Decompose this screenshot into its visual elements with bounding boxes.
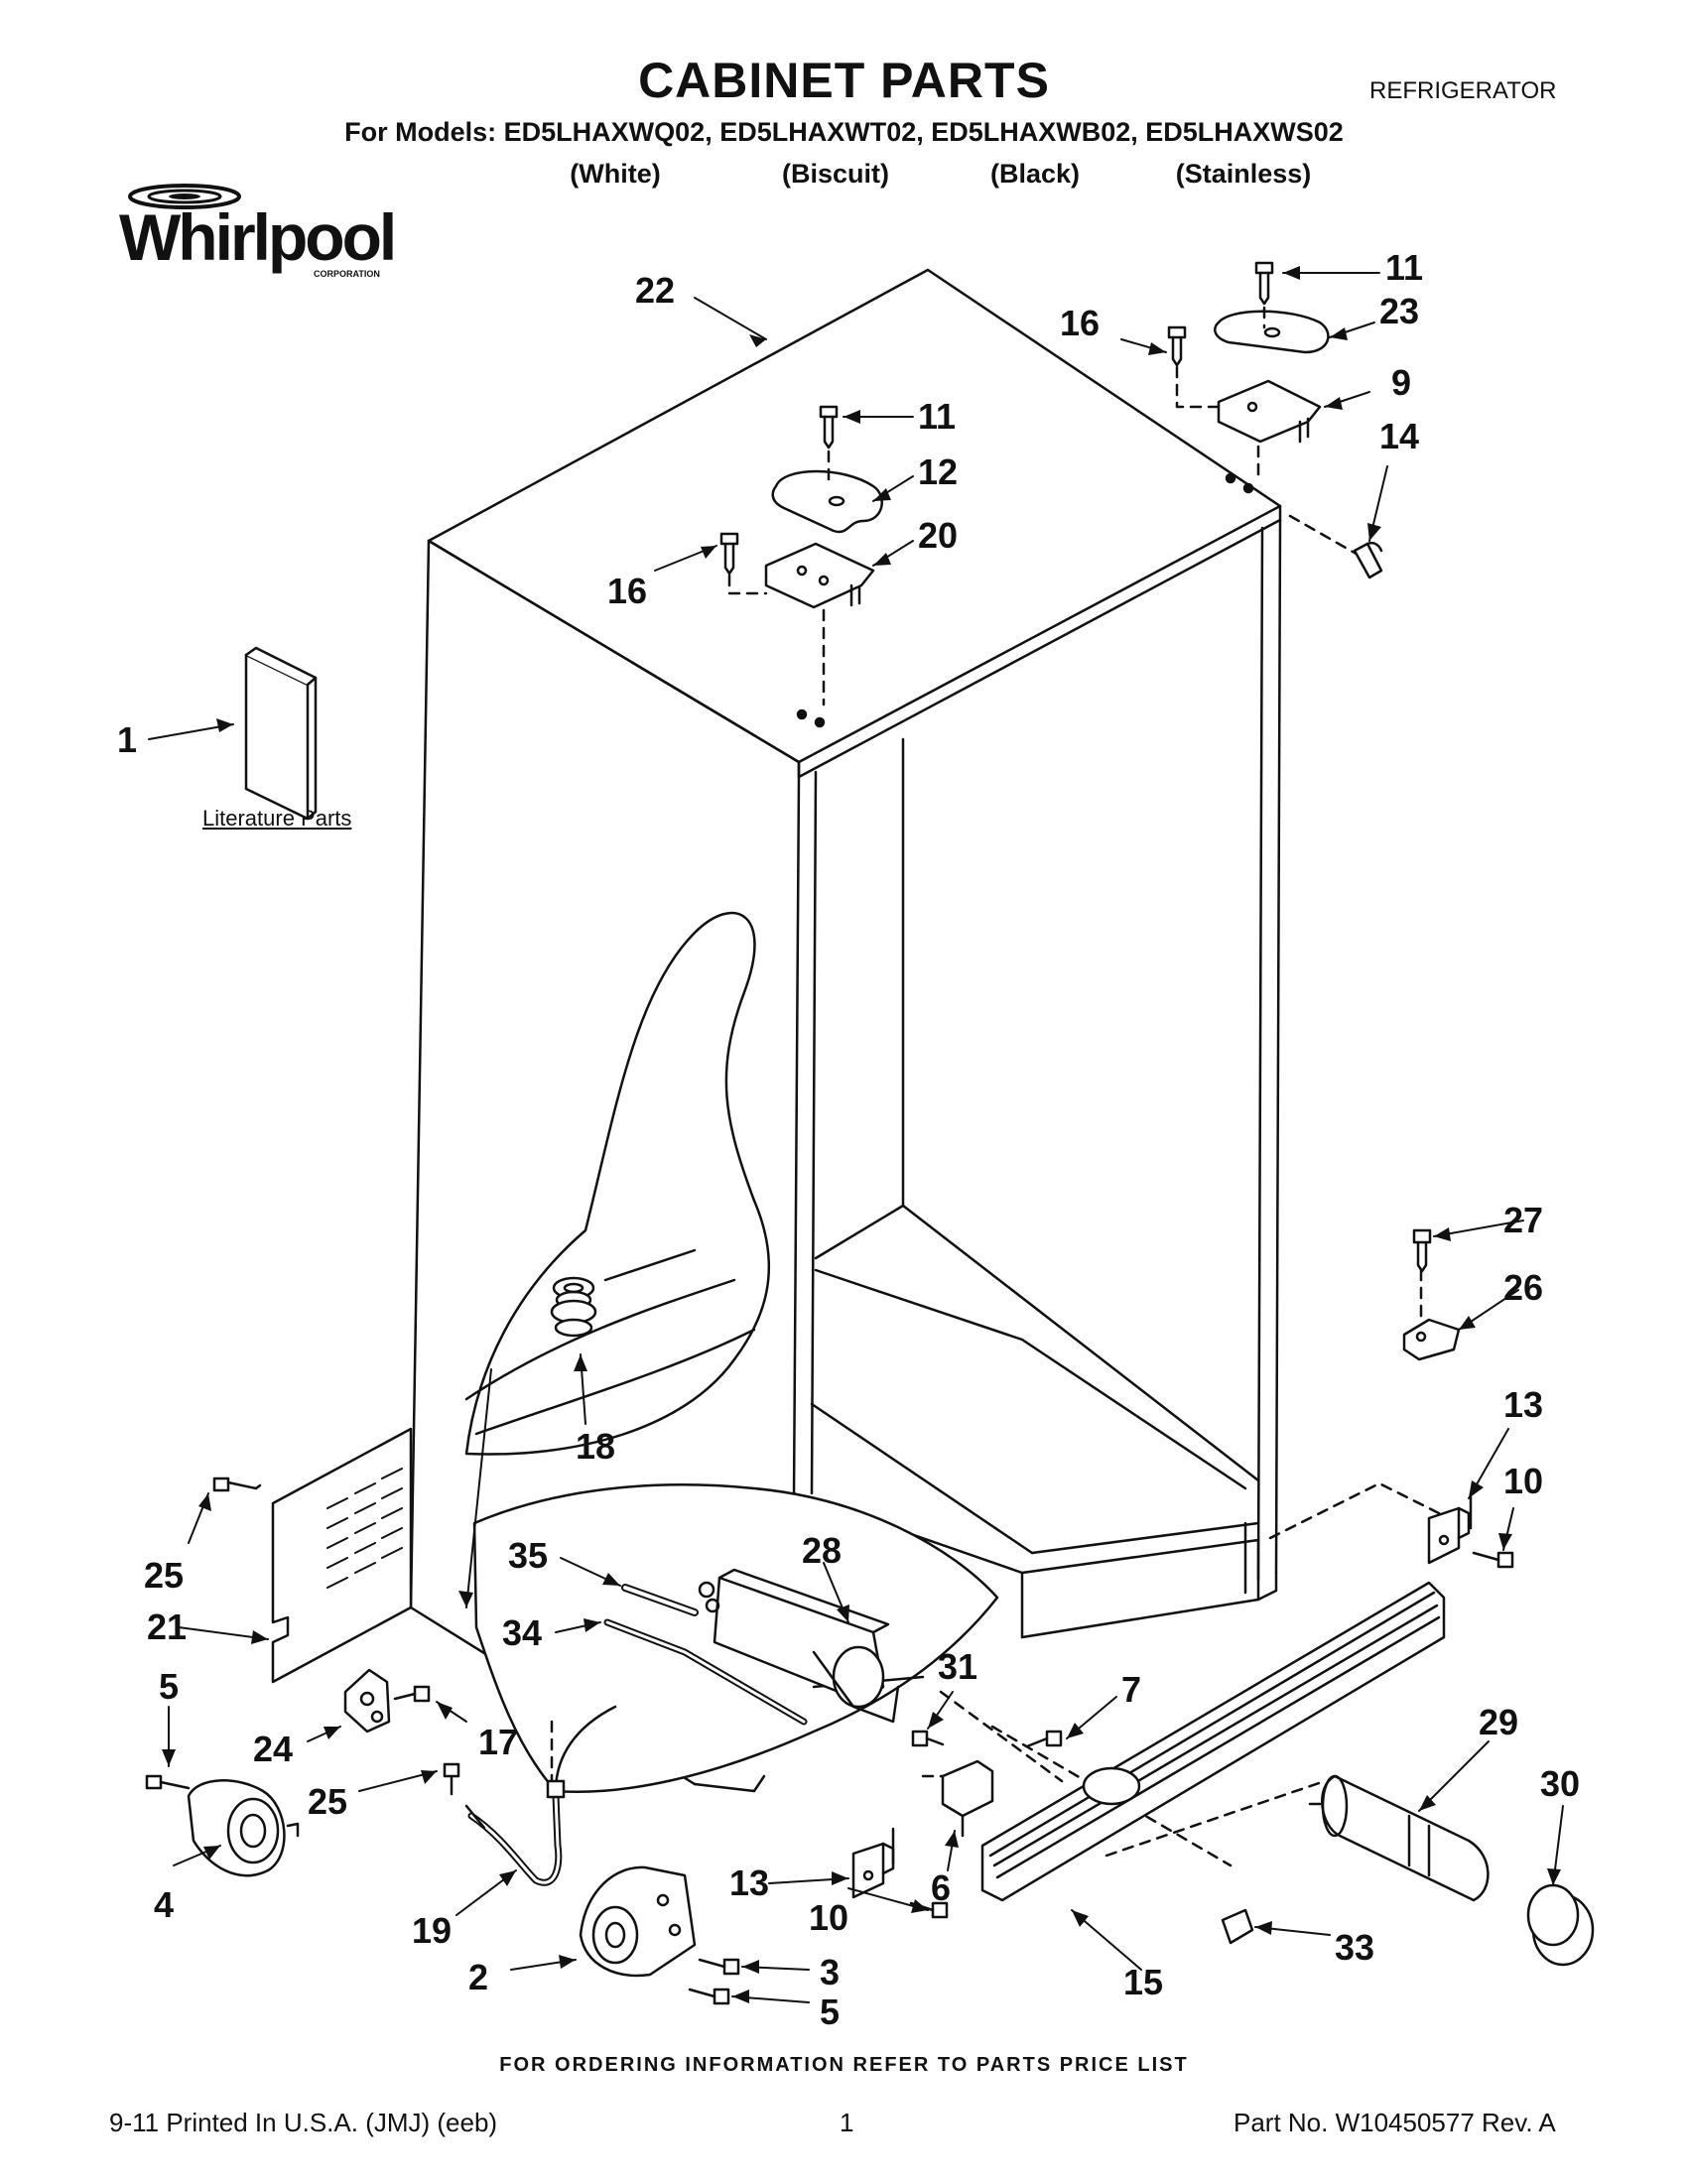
screw-7 bbox=[1025, 1730, 1063, 1748]
screw-31 bbox=[911, 1730, 945, 1747]
screw-16-right bbox=[1167, 325, 1187, 367]
screw-11-right bbox=[1254, 261, 1274, 306]
filter-cap-30 bbox=[1526, 1883, 1595, 1967]
color-biscuit: (Biscuit) bbox=[782, 159, 889, 189]
screw-10-right bbox=[1472, 1551, 1514, 1569]
callout-5-right: 5 bbox=[820, 1991, 840, 2032]
page-number: 1 bbox=[840, 2108, 854, 2137]
bracket-26 bbox=[1402, 1318, 1461, 1361]
callout-19: 19 bbox=[412, 1910, 452, 1951]
callout-10-right: 10 bbox=[1503, 1461, 1543, 1501]
callout-4: 4 bbox=[154, 1884, 174, 1925]
callout-20: 20 bbox=[918, 515, 958, 556]
bracket-6 bbox=[941, 1759, 994, 1838]
dashed-alignment-lines bbox=[550, 306, 1441, 1867]
logo-wordmark: Whirlpool bbox=[119, 200, 397, 274]
callout-28: 28 bbox=[802, 1530, 842, 1571]
callout-25-lower: 25 bbox=[308, 1781, 347, 1822]
screw-5-left bbox=[145, 1774, 191, 1790]
callout-13-lower: 13 bbox=[729, 1863, 769, 1903]
page-title: CABINET PARTS bbox=[638, 53, 1050, 108]
water-filter-29 bbox=[1308, 1774, 1490, 1902]
callout-2: 2 bbox=[468, 1957, 488, 1997]
grommet-18 bbox=[550, 1276, 597, 1338]
screw-17 bbox=[393, 1685, 431, 1703]
cutaway-freezer bbox=[464, 911, 771, 1456]
callout-numbers: 1 22 11 23 9 14 16 11 12 20 16 18 27 26 … bbox=[117, 247, 1580, 2032]
callout-23: 23 bbox=[1379, 291, 1419, 331]
callout-17: 17 bbox=[478, 1722, 518, 1762]
hinge-plate-left bbox=[764, 542, 875, 609]
hinge-plate-right bbox=[1217, 379, 1322, 444]
callout-29: 29 bbox=[1479, 1702, 1518, 1742]
bracket-13-lower bbox=[851, 1827, 895, 1899]
arrowheads bbox=[162, 266, 1561, 2003]
callout-33: 33 bbox=[1335, 1927, 1374, 1968]
callout-22: 22 bbox=[635, 270, 675, 311]
callout-30: 30 bbox=[1540, 1763, 1580, 1804]
literature-booklet bbox=[244, 646, 318, 821]
screw-16-left bbox=[719, 532, 739, 576]
roller-assembly-4 bbox=[187, 1779, 300, 1877]
callout-16-left: 16 bbox=[607, 571, 647, 611]
callout-7: 7 bbox=[1121, 1669, 1141, 1710]
color-white: (White) bbox=[570, 159, 661, 189]
bracket-13-right bbox=[1427, 1491, 1473, 1565]
callout-27: 27 bbox=[1503, 1200, 1543, 1240]
part-number: Part No. W10450577 Rev. A bbox=[1234, 2108, 1556, 2137]
callout-31: 31 bbox=[938, 1646, 977, 1687]
callout-16-right: 16 bbox=[1060, 303, 1100, 343]
screw-25-lower bbox=[443, 1762, 460, 1796]
models-line: For Models: ED5LHAXWQ02, ED5LHAXWT02, ED… bbox=[344, 117, 1344, 147]
toe-grille-15 bbox=[980, 1581, 1446, 1902]
screw-27 bbox=[1412, 1228, 1432, 1273]
print-info: 9-11 Printed In U.S.A. (JMJ) (eeb) bbox=[109, 2108, 498, 2137]
screw-5-right bbox=[688, 1988, 730, 2005]
callout-12: 12 bbox=[918, 451, 958, 492]
color-stainless: (Stainless) bbox=[1175, 159, 1312, 189]
tube-35 bbox=[621, 1584, 699, 1616]
screw-3 bbox=[698, 1958, 740, 1976]
callout-34: 34 bbox=[502, 1612, 542, 1653]
callout-1: 1 bbox=[117, 719, 137, 760]
rear-access-panel bbox=[271, 1427, 413, 1684]
callout-3: 3 bbox=[820, 1952, 840, 1992]
rod-34 bbox=[603, 1618, 808, 1726]
callout-35: 35 bbox=[508, 1535, 548, 1576]
callout-21: 21 bbox=[147, 1606, 187, 1647]
housing-28 bbox=[698, 1568, 900, 1724]
ordering-note: FOR ORDERING INFORMATION REFER TO PARTS … bbox=[499, 2054, 1189, 2076]
literature-parts-label: Literature Parts bbox=[202, 806, 352, 831]
bracket-24 bbox=[343, 1668, 391, 1734]
callout-5-left: 5 bbox=[159, 1666, 179, 1707]
callout-18: 18 bbox=[576, 1426, 615, 1467]
hinge-cover-left bbox=[771, 469, 883, 534]
screw-11-left bbox=[819, 405, 839, 450]
logo-corporation: CORPORATION bbox=[314, 269, 380, 279]
clip-33 bbox=[1221, 1908, 1254, 1945]
callout-11-right: 11 bbox=[1385, 247, 1423, 288]
callout-15: 15 bbox=[1123, 1962, 1163, 2002]
front-roller-2 bbox=[579, 1865, 697, 1978]
callout-14: 14 bbox=[1379, 416, 1419, 456]
callout-6: 6 bbox=[931, 1867, 951, 1908]
callout-25-upper: 25 bbox=[144, 1555, 184, 1596]
callout-24: 24 bbox=[253, 1729, 293, 1769]
callout-26: 26 bbox=[1503, 1267, 1543, 1308]
callout-11-left: 11 bbox=[918, 396, 956, 437]
screw-25-upper bbox=[212, 1477, 262, 1492]
hinge-cover-right bbox=[1214, 310, 1330, 354]
swirl-icon bbox=[128, 184, 241, 209]
callout-13-right: 13 bbox=[1503, 1384, 1543, 1425]
color-black: (Black) bbox=[989, 159, 1081, 189]
whirlpool-logo: Whirlpool CORPORATION bbox=[107, 179, 405, 288]
plug-14 bbox=[1353, 541, 1383, 579]
doc-type-label: REFRIGERATOR bbox=[1369, 77, 1557, 104]
callout-9: 9 bbox=[1391, 362, 1411, 403]
water-tube-19 bbox=[464, 1779, 566, 1886]
callout-10-lower: 10 bbox=[809, 1897, 848, 1938]
